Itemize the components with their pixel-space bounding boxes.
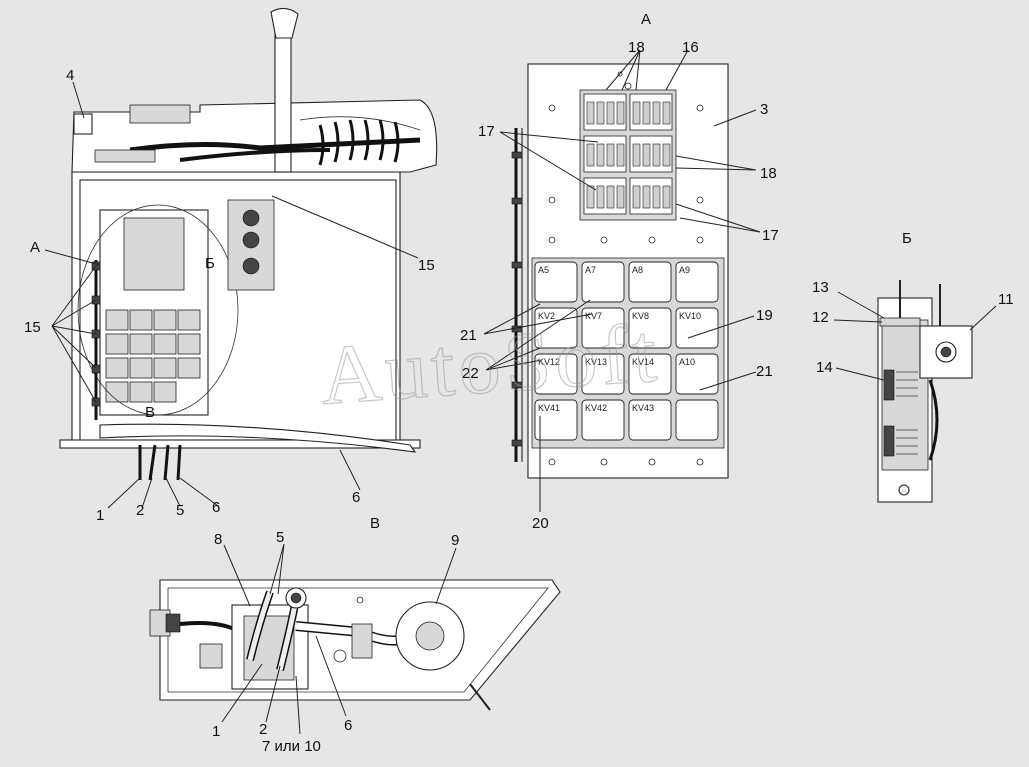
label-11: 11 <box>998 291 1014 308</box>
relay-cell <box>534 307 578 349</box>
label-2-v: 2 <box>259 721 267 738</box>
label-2: 2 <box>136 502 144 519</box>
fuse <box>596 143 605 167</box>
relay-cell <box>628 353 672 395</box>
label-22: 22 <box>462 365 479 382</box>
fuse <box>616 143 625 167</box>
fuse <box>632 143 641 167</box>
relay-label: KV2 <box>538 311 555 321</box>
fuse <box>632 185 641 209</box>
relay-cell <box>628 307 672 349</box>
view-a-title: А <box>641 11 651 28</box>
relay-cell <box>628 261 672 303</box>
relay-cell <box>534 399 578 441</box>
label-6b: 6 <box>352 489 360 506</box>
fuse <box>652 185 661 209</box>
label-4: 4 <box>66 67 74 84</box>
relay-label: KV14 <box>632 357 654 367</box>
fuse <box>606 143 615 167</box>
label-6: 6 <box>212 499 220 516</box>
main-view <box>44 7 438 509</box>
relay-label: A9 <box>679 265 690 275</box>
label-5-v: 5 <box>276 529 284 546</box>
relay-cell <box>628 399 672 441</box>
relay-cell <box>581 399 625 441</box>
label-14: 14 <box>816 359 833 376</box>
fuse <box>642 185 651 209</box>
relay-label: A8 <box>632 265 643 275</box>
label-12: 12 <box>812 309 829 326</box>
fuse <box>586 143 595 167</box>
label-6-v: 6 <box>344 717 352 734</box>
relay-cell <box>675 399 719 441</box>
relay-cell <box>534 261 578 303</box>
fuse <box>586 185 595 209</box>
view-v <box>149 543 561 735</box>
fuse <box>652 143 661 167</box>
relay-label: KV41 <box>538 403 560 413</box>
relay-cell <box>581 307 625 349</box>
relay-cell <box>581 261 625 303</box>
label-15-right: 15 <box>418 257 435 274</box>
relay-label: A7 <box>585 265 596 275</box>
fuse <box>596 101 605 125</box>
relay-cell <box>675 261 719 303</box>
label-16: 16 <box>682 39 699 56</box>
relay-label: KV42 <box>585 403 607 413</box>
label-15-left: 15 <box>24 319 41 336</box>
label-view-A: А <box>30 239 40 256</box>
relay-label: KV7 <box>585 311 602 321</box>
fuse <box>616 185 625 209</box>
label-18-right: 18 <box>760 165 777 182</box>
fuse <box>662 185 671 209</box>
fuse <box>642 101 651 125</box>
fuse <box>642 143 651 167</box>
label-19: 19 <box>756 307 773 324</box>
label-view-V-marker: В <box>145 404 155 421</box>
label-17-left: 17 <box>478 123 495 140</box>
label-21-left: 21 <box>460 327 477 344</box>
relay-label: A10 <box>679 357 695 367</box>
fuse <box>586 101 595 125</box>
relay-label: KV13 <box>585 357 607 367</box>
relay-label: KV8 <box>632 311 649 321</box>
relay-label: KV12 <box>538 357 560 367</box>
relay-label: A5 <box>538 265 549 275</box>
fuse <box>596 185 605 209</box>
view-v-title: В <box>370 515 380 532</box>
view-b-title: Б <box>902 230 912 247</box>
fuse <box>652 101 661 125</box>
fuse <box>606 185 615 209</box>
relay-cell <box>675 353 719 395</box>
relay-cell <box>581 353 625 395</box>
fuse <box>632 101 641 125</box>
main-relay-block <box>123 217 185 291</box>
fuse <box>662 101 671 125</box>
label-17-right: 17 <box>762 227 779 244</box>
label-13: 13 <box>812 279 829 296</box>
label-view-B-arrow: Б <box>205 255 215 272</box>
label-1: 1 <box>96 507 104 524</box>
relay-label: KV10 <box>679 311 701 321</box>
relay-label: KV43 <box>632 403 654 413</box>
fuse <box>606 101 615 125</box>
label-1-v: 1 <box>212 723 220 740</box>
fuse <box>616 101 625 125</box>
label-5: 5 <box>176 502 184 519</box>
label-7-or-10: 7 или 10 <box>262 738 321 755</box>
label-3: 3 <box>760 101 768 118</box>
label-20: 20 <box>532 515 549 532</box>
label-9: 9 <box>451 532 459 549</box>
label-21-right: 21 <box>756 363 773 380</box>
relay-cell <box>534 353 578 395</box>
label-18-top: 18 <box>628 39 645 56</box>
fuse <box>662 143 671 167</box>
view-b <box>833 280 997 503</box>
label-8: 8 <box>214 531 222 548</box>
